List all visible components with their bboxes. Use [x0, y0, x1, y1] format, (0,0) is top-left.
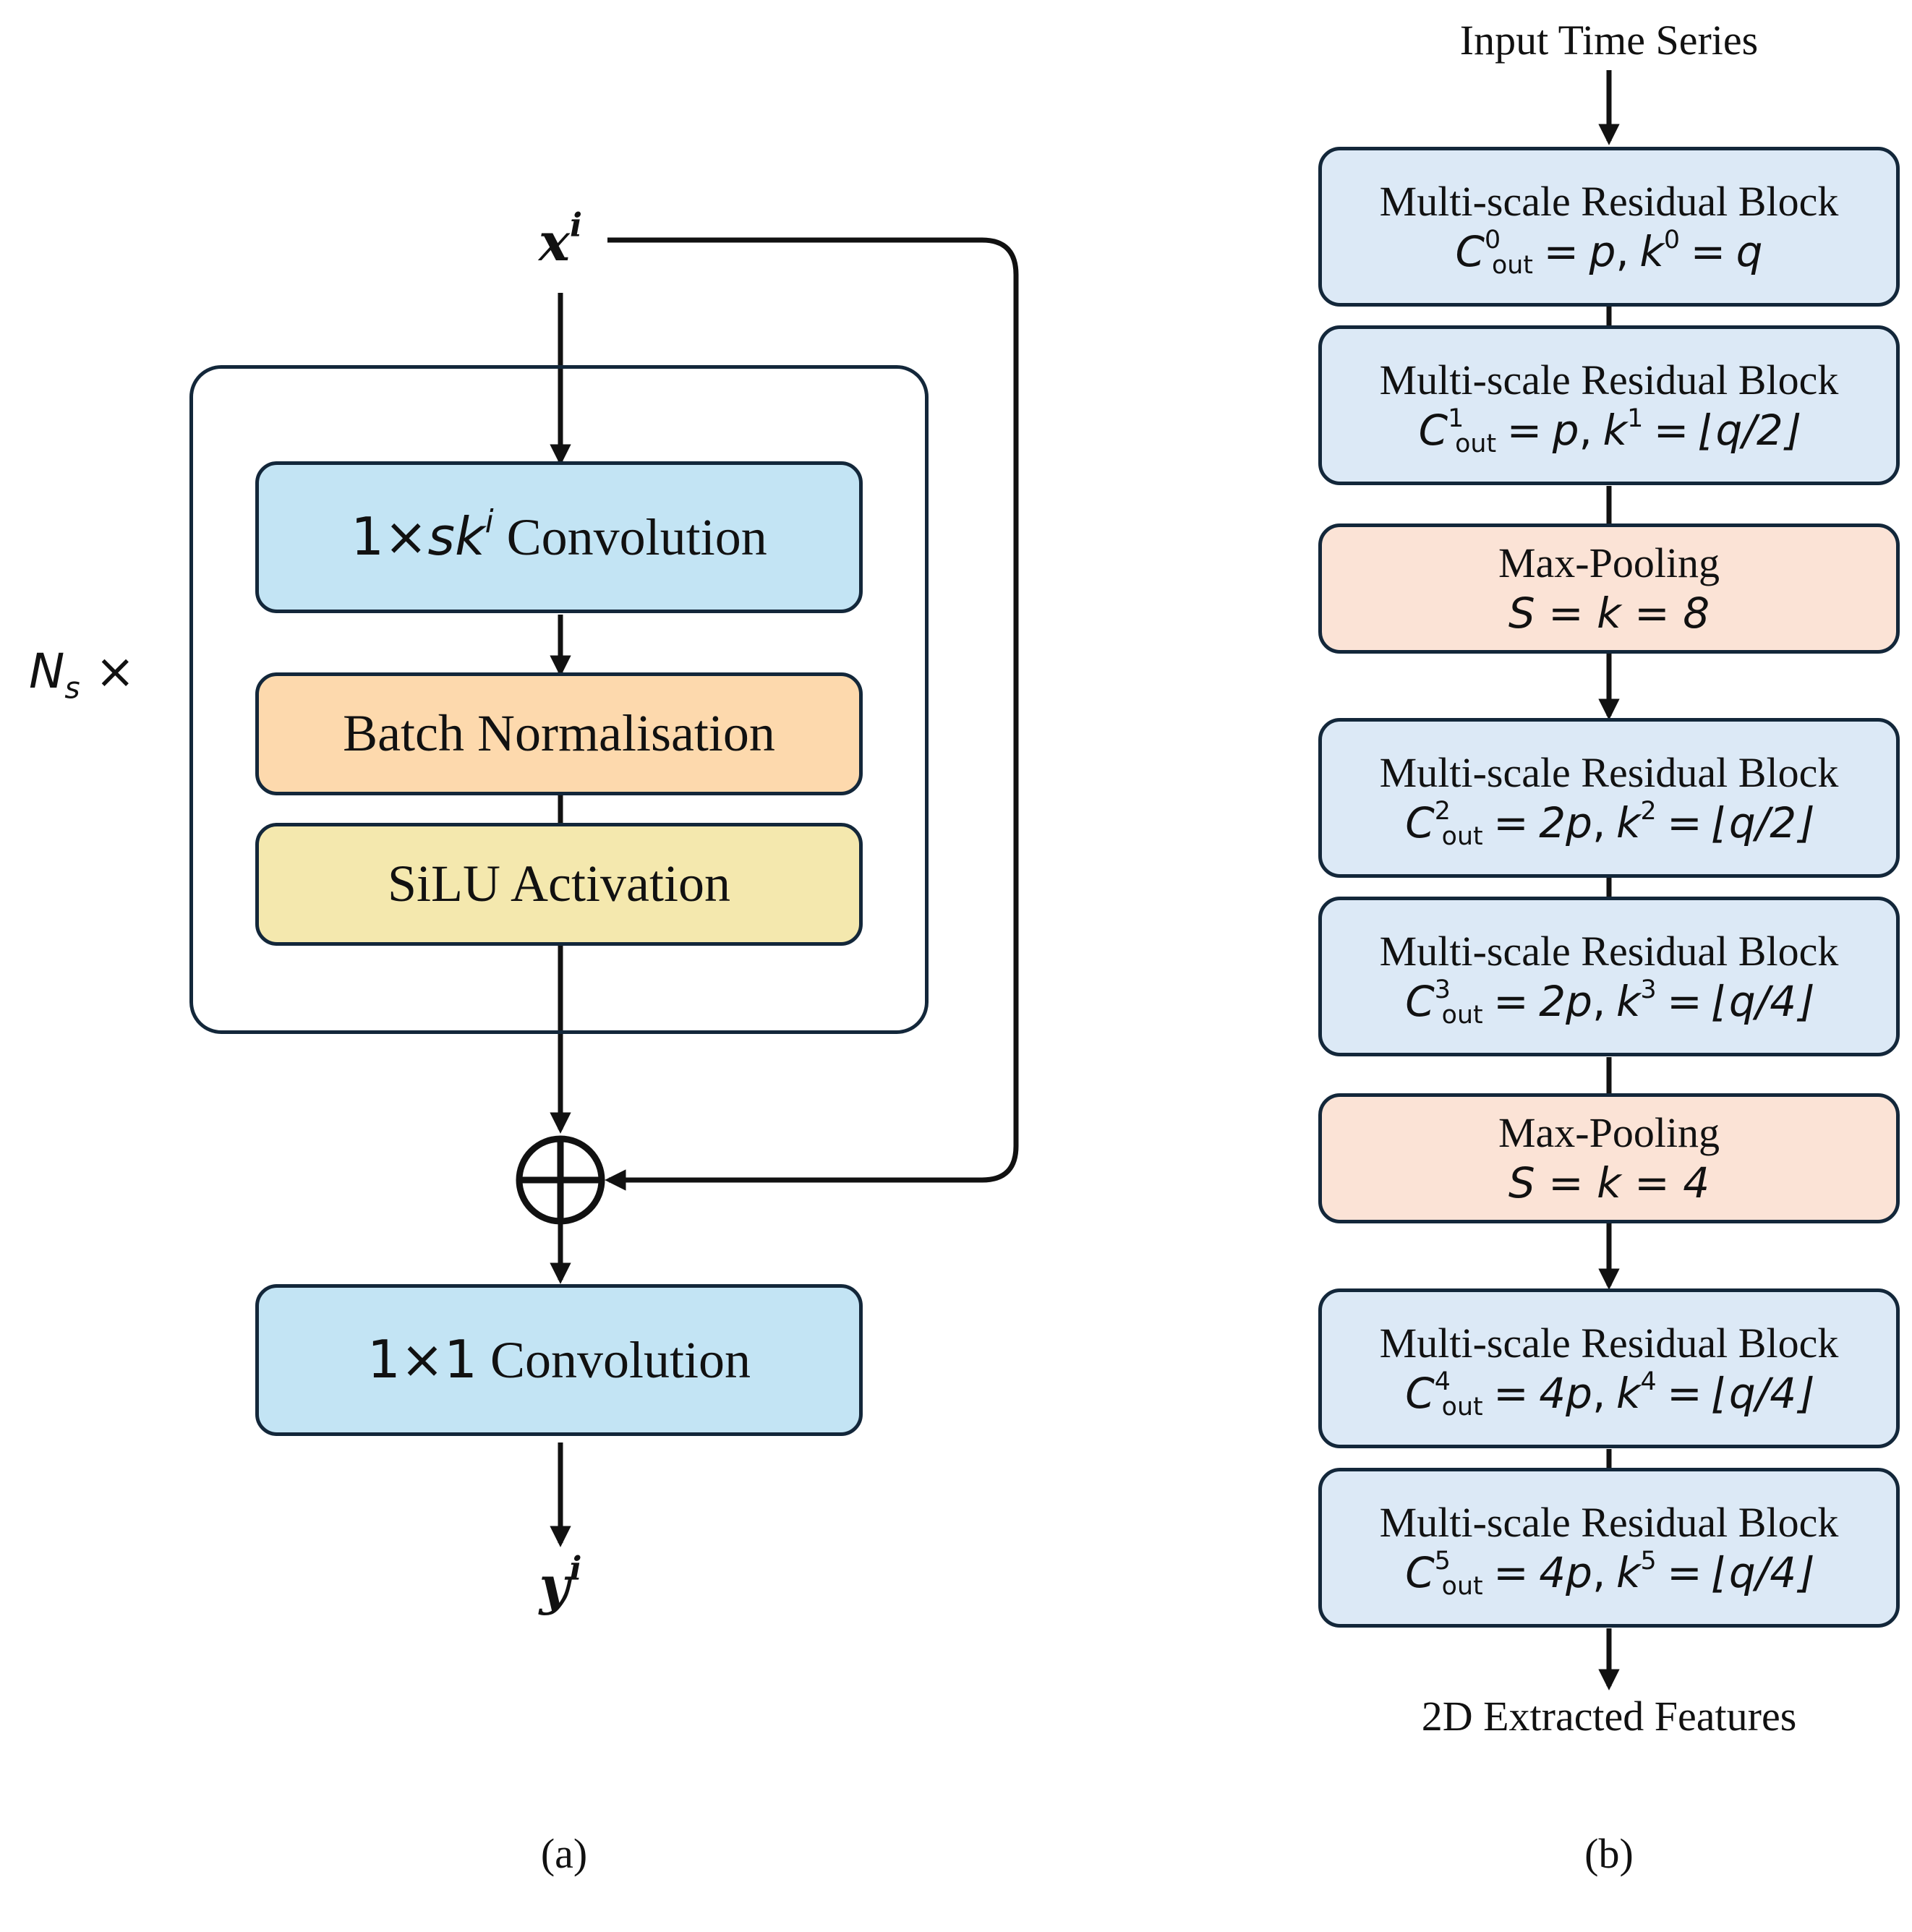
multiscale-residual-block-2: Multi-scale Residual Block C2out = 2p, k…	[1318, 718, 1900, 878]
caption-a: (a)	[540, 1830, 588, 1877]
multiscale-residual-block-3: Multi-scale Residual Block C3out = 2p, k…	[1318, 897, 1900, 1056]
input-variable: xi	[539, 205, 582, 273]
multiscale-residual-block-0: Multi-scale Residual Block C0out = p, k0…	[1318, 147, 1900, 307]
add-operator	[516, 1135, 605, 1225]
caption-b: (b)	[1584, 1830, 1634, 1877]
multiscale-residual-block-5: Multi-scale Residual Block C5out = 4p, k…	[1318, 1468, 1900, 1628]
multiscale-residual-block-4: Multi-scale Residual Block C4out = 4p, k…	[1318, 1288, 1900, 1448]
silu-activation-block: SiLU Activation	[255, 823, 863, 946]
final-1x1-convolution-block: 1×1 Convolution	[255, 1284, 863, 1436]
batch-normalisation-block: Batch Normalisation	[255, 672, 863, 795]
output-variable: yi	[539, 1549, 582, 1616]
repeated-block-container	[189, 365, 929, 1034]
extracted-features-label: 2D Extracted Features	[1421, 1693, 1797, 1740]
multiscale-residual-block-1: Multi-scale Residual Block C1out = p, k1…	[1318, 325, 1900, 485]
repeat-count-label: Ns ×	[29, 644, 135, 706]
max-pooling-block-2: Max-Pooling S = k = 4	[1318, 1093, 1900, 1223]
max-pooling-block-1: Max-Pooling S = k = 8	[1318, 523, 1900, 654]
sk-convolution-block: 1×ski Convolution	[255, 461, 863, 613]
skip-connection	[605, 237, 1019, 1191]
input-time-series-label: Input Time Series	[1459, 17, 1759, 64]
